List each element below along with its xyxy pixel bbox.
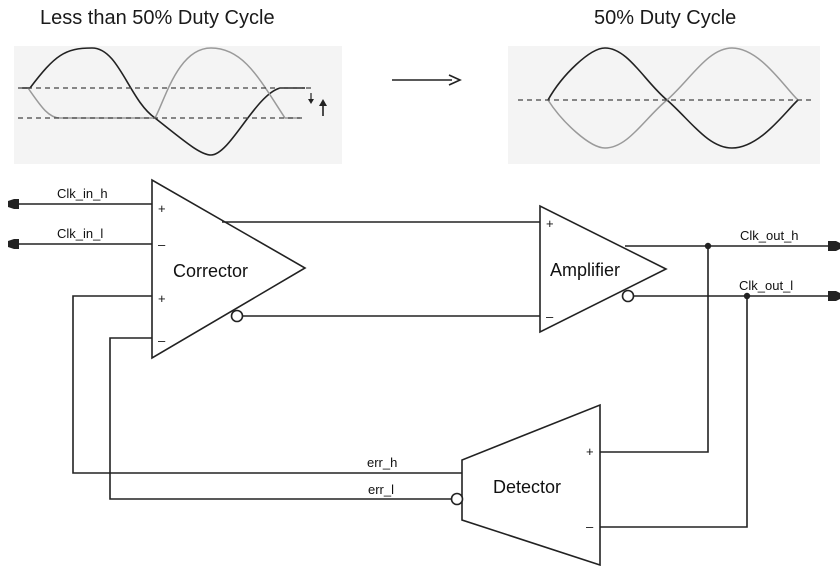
wave-faint-left (27, 47, 300, 119)
wire-err-l (109, 337, 451, 500)
err-l-label: err_l (368, 482, 394, 497)
input-terminal-l (8, 239, 19, 249)
clk-in-l-label: Clk_in_l (57, 226, 103, 241)
output-terminal-l (828, 291, 840, 301)
right-waveform-panel (508, 46, 820, 164)
detector-invert-bubble (450, 492, 464, 506)
wire-feedback-l (600, 296, 748, 528)
amplifier-label: Amplifier (550, 260, 620, 280)
corrector-pin-plus-1: + (158, 201, 166, 216)
clk-in-h-label: Clk_in_h (57, 186, 108, 201)
corrector-pin-plus-2: + (158, 291, 166, 306)
amplifier-pin-plus: + (546, 216, 554, 231)
left-waveform-panel (14, 46, 342, 164)
clk-out-l-label: Clk_out_l (739, 278, 793, 293)
detector-label: Detector (493, 477, 561, 497)
left-waveform-title: Less than 50% Duty Cycle (40, 7, 275, 29)
amplifier-block (539, 204, 668, 334)
corrector-label: Corrector (173, 261, 248, 281)
err-h-label: err_h (367, 455, 397, 470)
wave-faint-right (547, 47, 799, 149)
output-terminal-h (828, 241, 840, 251)
amplifier-pin-minus: – (546, 309, 554, 324)
corrector-pin-minus-1: – (158, 237, 166, 252)
wire-err-h (72, 295, 462, 474)
input-terminal-h (8, 199, 19, 209)
detector-pin-minus: – (586, 519, 594, 534)
detector-pin-plus: + (586, 444, 594, 459)
corrector-pin-minus-2: – (158, 333, 166, 348)
corrector-invert-bubble (230, 309, 244, 323)
wire-feedback-h (600, 246, 709, 453)
clk-out-h-label: Clk_out_h (740, 228, 799, 243)
amplifier-invert-bubble (621, 289, 635, 303)
corrector-block (151, 178, 307, 360)
right-waveform-title: 50% Duty Cycle (594, 7, 736, 29)
